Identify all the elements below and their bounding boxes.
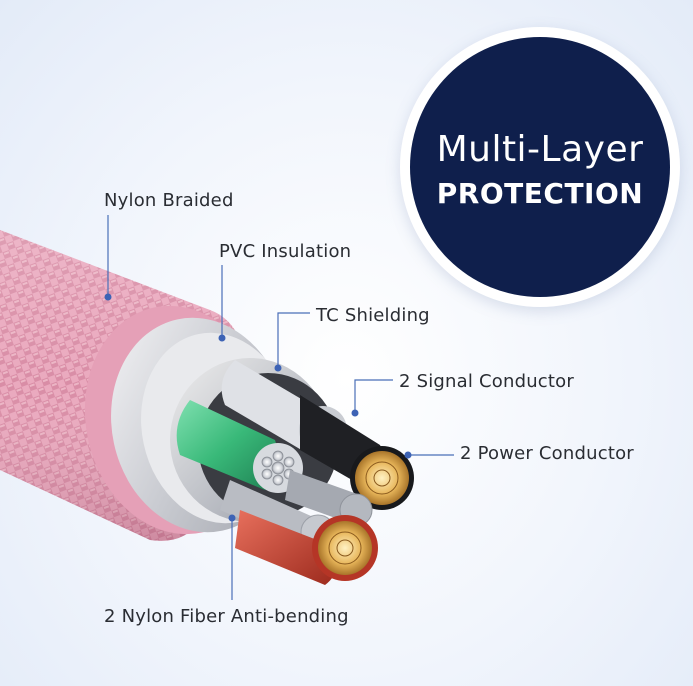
label-pvc-insulation: PVC Insulation (219, 241, 352, 262)
badge-title: Multi-Layer (436, 129, 644, 170)
leader-lines (107, 215, 454, 600)
red-power-wire (235, 510, 378, 585)
black-power-wire (300, 395, 414, 510)
badge-subtitle: PROTECTION (436, 177, 644, 210)
label-signal-conductor: 2 Signal Conductor (399, 371, 574, 392)
label-nylon-fiber-anti-bending: 2 Nylon Fiber Anti-bending (104, 606, 349, 627)
green-signal-wire (176, 400, 303, 493)
multi-layer-protection-badge: Multi-Layer PROTECTION (400, 27, 680, 307)
label-nylon-braided: Nylon Braided (104, 190, 234, 211)
leader-dots (104, 293, 412, 522)
badge-inner-circle: Multi-Layer PROTECTION (410, 37, 670, 297)
label-power-conductor: 2 Power Conductor (460, 443, 634, 464)
label-tc-shielding: TC Shielding (316, 305, 430, 326)
